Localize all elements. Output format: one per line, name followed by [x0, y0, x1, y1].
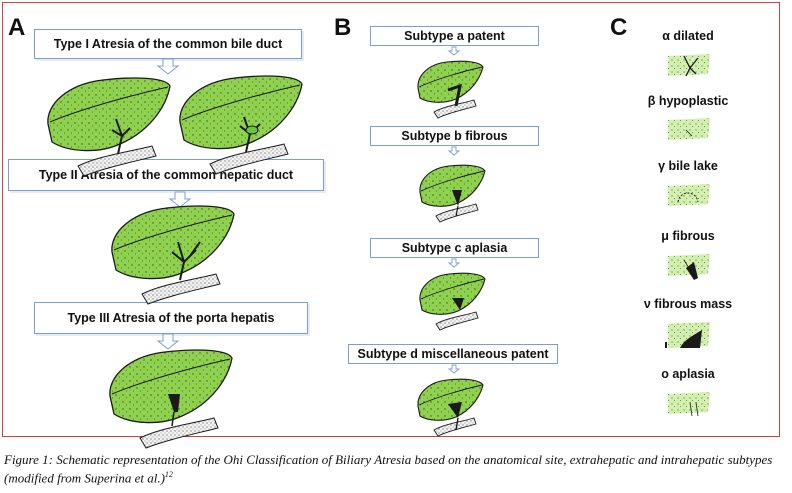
subtype-d-box: Subtype d miscellaneous patent	[348, 344, 558, 364]
type-3-box: Type III Atresia of the porta hepatis	[34, 302, 308, 334]
liver-subtype-b	[419, 164, 486, 223]
arrow-subtype-b	[448, 146, 460, 156]
panel-letter-a: A	[8, 14, 26, 41]
liver-type-1-right	[179, 75, 303, 175]
liver-subtype-d	[417, 378, 484, 437]
subtype-a-box: Subtype a patent	[370, 26, 539, 46]
liver-type-1-left	[47, 77, 171, 177]
liver-subtype-c	[419, 272, 486, 331]
figure-frame	[2, 2, 780, 437]
arrow-subtype-d	[448, 364, 460, 374]
subtype-nu-label: ν fibrous mass	[643, 297, 733, 311]
caption-text: Figure 1: Schematic representation of th…	[4, 452, 773, 486]
porta-o	[668, 392, 710, 417]
porta-gamma	[668, 184, 710, 206]
arrow-type-2	[169, 191, 191, 208]
arrow-type-1	[157, 58, 179, 75]
liver-type-2	[111, 205, 235, 305]
arrow-subtype-a	[448, 46, 460, 56]
caption-reference: 12	[164, 470, 173, 479]
subtype-beta-label: β hypoplastic	[647, 94, 729, 108]
porta-beta	[668, 118, 710, 140]
subtype-b-box: Subtype b fibrous	[370, 126, 539, 146]
arrow-subtype-c	[448, 258, 460, 268]
porta-alpha	[668, 54, 710, 77]
subtype-c-box: Subtype c aplasia	[370, 238, 539, 258]
porta-nu	[665, 322, 710, 348]
liver-subtype-a	[417, 60, 484, 119]
panel-letter-c: C	[610, 14, 628, 41]
porta-mu	[668, 254, 710, 280]
type-2-box: Type II Atresia of the common hepatic du…	[8, 159, 324, 191]
liver-type-3	[109, 349, 233, 449]
arrow-type-3	[157, 333, 179, 350]
subtype-alpha-label: α dilated	[662, 29, 714, 43]
panel-letter-b: B	[334, 14, 352, 41]
subtype-gamma-label: γ bile lake	[658, 159, 718, 173]
figure-caption: Figure 1: Schematic representation of th…	[4, 452, 788, 485]
subtype-mu-label: μ fibrous	[661, 229, 715, 243]
subtype-o-label: o aplasia	[661, 367, 715, 381]
